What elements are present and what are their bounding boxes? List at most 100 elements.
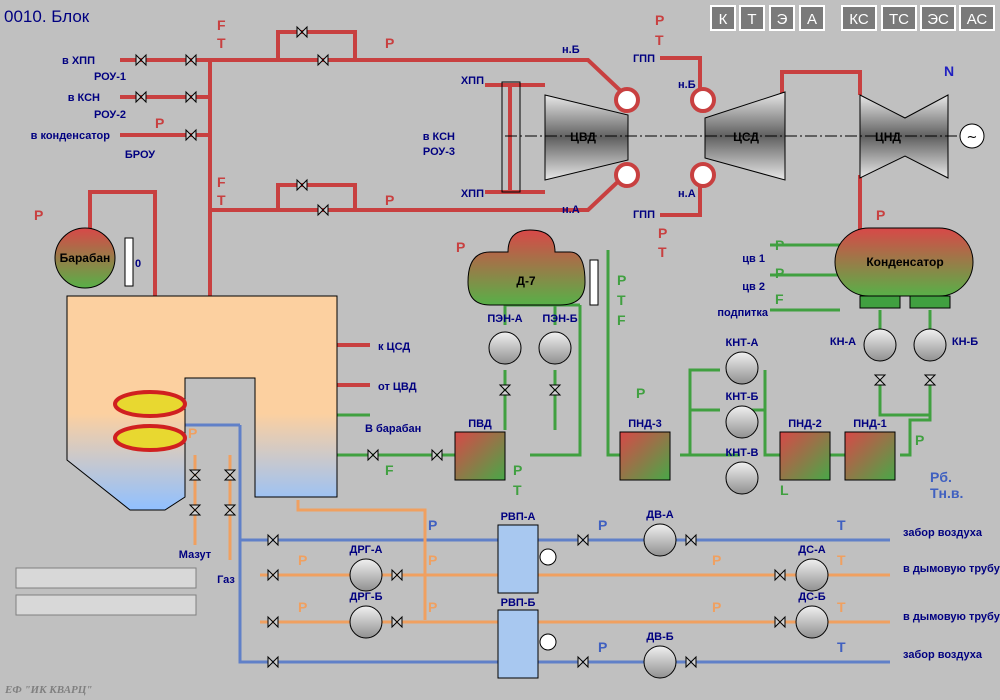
btn-ks[interactable]: КС bbox=[841, 5, 877, 31]
valve-icon[interactable] bbox=[367, 448, 379, 462]
ip-valve-b[interactable] bbox=[690, 87, 716, 113]
signal-f[interactable]: F bbox=[617, 312, 626, 328]
valve-icon[interactable] bbox=[873, 374, 887, 386]
signal-p[interactable]: Р bbox=[298, 599, 307, 615]
signal-p[interactable]: Р bbox=[298, 552, 307, 568]
hp-valve-a[interactable] bbox=[614, 162, 640, 188]
btn-es[interactable]: ЭС bbox=[920, 5, 956, 31]
fan-drg-a[interactable] bbox=[349, 558, 383, 592]
signal-p[interactable]: Р bbox=[428, 517, 437, 533]
valve-icon[interactable] bbox=[577, 655, 589, 669]
pump-kn-b[interactable] bbox=[913, 328, 947, 362]
signal-f[interactable]: F bbox=[775, 291, 784, 307]
hx-pvd[interactable] bbox=[454, 431, 506, 481]
signal-t[interactable]: Т bbox=[837, 552, 846, 568]
valve-icon[interactable] bbox=[498, 384, 512, 396]
signal-p[interactable]: Р bbox=[655, 12, 664, 28]
signal-t[interactable]: Т bbox=[513, 482, 522, 498]
signal-p[interactable]: Р bbox=[385, 35, 394, 51]
signal-t[interactable]: Т bbox=[837, 639, 846, 655]
condenser[interactable]: Конденсатор bbox=[834, 227, 974, 309]
valve-icon[interactable] bbox=[185, 90, 197, 104]
signal-p[interactable]: Р bbox=[456, 239, 465, 255]
hx-pnd3[interactable] bbox=[619, 431, 671, 481]
valve-icon[interactable] bbox=[267, 655, 279, 669]
pump-knt-a[interactable] bbox=[725, 351, 759, 385]
signal-t[interactable]: Т bbox=[837, 599, 846, 615]
signal-f[interactable]: F bbox=[385, 462, 394, 478]
btn-a[interactable]: А bbox=[799, 5, 825, 31]
valve-icon[interactable] bbox=[185, 53, 197, 67]
pump-pen-b[interactable] bbox=[538, 331, 572, 365]
signal-p[interactable]: Р bbox=[915, 432, 924, 448]
pump-kn-a[interactable] bbox=[863, 328, 897, 362]
signal-p[interactable]: Р bbox=[598, 639, 607, 655]
signal-p[interactable]: Р bbox=[775, 237, 784, 253]
signal-p[interactable]: Р bbox=[658, 225, 667, 241]
lp-turbine[interactable] bbox=[859, 94, 949, 179]
btn-ts[interactable]: ТС bbox=[881, 5, 917, 31]
valve-icon[interactable] bbox=[135, 90, 147, 104]
hx-pnd1[interactable] bbox=[844, 431, 896, 481]
fan-drg-b[interactable] bbox=[349, 605, 383, 639]
signal-p[interactable]: Р bbox=[188, 425, 197, 441]
generator-icon[interactable] bbox=[959, 123, 985, 149]
signal-p[interactable]: Р bbox=[34, 207, 43, 223]
rvp-a[interactable] bbox=[497, 524, 539, 594]
hp-valve-b[interactable] bbox=[614, 87, 640, 113]
drum[interactable]: Барабан bbox=[54, 227, 116, 289]
deaerator[interactable]: Д-7 bbox=[467, 229, 586, 306]
valve-icon[interactable] bbox=[391, 615, 403, 629]
valve-icon[interactable] bbox=[296, 178, 308, 192]
valve-icon[interactable] bbox=[577, 533, 589, 547]
valve-icon[interactable] bbox=[317, 203, 329, 217]
signal-t[interactable]: Т bbox=[217, 35, 226, 51]
signal-t[interactable]: Т bbox=[837, 517, 846, 533]
valve-icon[interactable] bbox=[431, 448, 443, 462]
valve-icon[interactable] bbox=[135, 53, 147, 67]
signal-p[interactable]: Р bbox=[598, 517, 607, 533]
signal-p[interactable]: Р bbox=[428, 552, 437, 568]
fan-dv-a[interactable] bbox=[643, 523, 677, 557]
valve-icon[interactable] bbox=[391, 568, 403, 582]
signal-p[interactable]: Р bbox=[636, 385, 645, 401]
signal-l[interactable]: L bbox=[780, 482, 789, 498]
btn-e[interactable]: Э bbox=[769, 5, 795, 31]
signal-p[interactable]: Р bbox=[712, 599, 721, 615]
btn-k[interactable]: К bbox=[710, 5, 736, 31]
valve-icon[interactable] bbox=[548, 384, 562, 396]
signal-f[interactable]: F bbox=[217, 174, 226, 190]
signal-p[interactable]: Р bbox=[428, 599, 437, 615]
signal-t[interactable]: Т bbox=[658, 244, 667, 260]
signal-t[interactable]: Т bbox=[617, 292, 626, 308]
valve-icon[interactable] bbox=[923, 374, 937, 386]
valve-icon[interactable] bbox=[267, 615, 279, 629]
valve-icon[interactable] bbox=[267, 533, 279, 547]
signal-p[interactable]: Р bbox=[385, 192, 394, 208]
valve-icon[interactable] bbox=[774, 568, 786, 582]
valve-icon[interactable] bbox=[685, 533, 697, 547]
valve-icon[interactable] bbox=[188, 469, 202, 481]
fan-dc-a[interactable] bbox=[795, 558, 829, 592]
valve-icon[interactable] bbox=[296, 25, 308, 39]
valve-icon[interactable] bbox=[317, 53, 329, 67]
signal-p[interactable]: Р bbox=[617, 272, 626, 288]
valve-icon[interactable] bbox=[223, 469, 237, 481]
valve-icon[interactable] bbox=[267, 568, 279, 582]
signal-t[interactable]: Т bbox=[217, 192, 226, 208]
btn-as[interactable]: АС bbox=[959, 5, 995, 31]
hx-pnd2[interactable] bbox=[779, 431, 831, 481]
signal-p[interactable]: Р bbox=[155, 115, 164, 131]
pump-pen-a[interactable] bbox=[488, 331, 522, 365]
valve-icon[interactable] bbox=[188, 504, 202, 516]
signal-f[interactable]: F bbox=[217, 17, 226, 33]
btn-t[interactable]: Т bbox=[739, 5, 765, 31]
valve-icon[interactable] bbox=[685, 655, 697, 669]
valve-icon[interactable] bbox=[185, 128, 197, 142]
pump-knt-v[interactable] bbox=[725, 461, 759, 495]
pump-knt-b[interactable] bbox=[725, 405, 759, 439]
ip-valve-a[interactable] bbox=[690, 162, 716, 188]
fan-dc-b[interactable] bbox=[795, 605, 829, 639]
valve-icon[interactable] bbox=[774, 615, 786, 629]
rvp-b[interactable] bbox=[497, 609, 539, 679]
